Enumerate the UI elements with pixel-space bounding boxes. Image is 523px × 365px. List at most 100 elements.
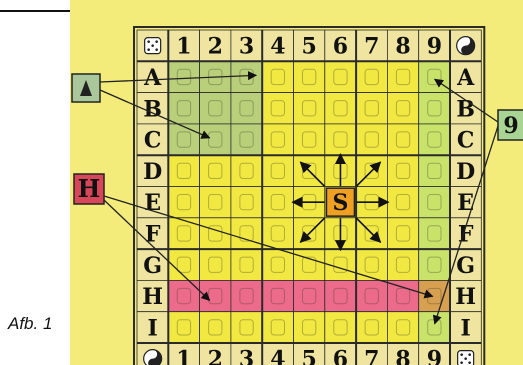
board-cell xyxy=(294,124,325,155)
board-cell xyxy=(231,218,262,249)
board-cell xyxy=(387,312,418,343)
board-cell xyxy=(419,187,450,218)
die-icon-pip xyxy=(460,353,463,356)
row-label-left: C xyxy=(144,128,162,154)
board-cell xyxy=(387,218,418,249)
board-cell xyxy=(294,61,325,92)
board-cell xyxy=(168,155,199,186)
board-cell xyxy=(231,280,262,311)
board-cell xyxy=(262,312,293,343)
column-label-bottom: 1 xyxy=(176,347,191,365)
board-cell xyxy=(231,124,262,155)
board-cell xyxy=(262,249,293,280)
column-label-top: 5 xyxy=(301,34,316,60)
center-marker-label: S xyxy=(333,190,349,216)
column-label-bottom: 9 xyxy=(427,347,442,365)
row-label-left: H xyxy=(142,284,163,310)
board-cell xyxy=(419,61,450,92)
board-cell xyxy=(419,249,450,280)
board-cell xyxy=(262,187,293,218)
column-label-top: 8 xyxy=(395,34,410,60)
row-label-right: H xyxy=(455,284,476,310)
board-cell xyxy=(231,155,262,186)
board-cell xyxy=(356,312,387,343)
column-label-top: 3 xyxy=(239,34,254,60)
die-icon-pip xyxy=(460,361,463,364)
board-cell xyxy=(168,187,199,218)
column-label-top: 2 xyxy=(208,34,223,60)
board-cell xyxy=(325,124,356,155)
row-label-right: I xyxy=(461,315,471,341)
row-label-right: D xyxy=(456,159,475,185)
column-label-bottom: 3 xyxy=(239,347,254,365)
board-cell xyxy=(231,312,262,343)
column-label-bottom: 4 xyxy=(270,347,285,365)
board-cell xyxy=(387,93,418,124)
die-icon-pip xyxy=(155,48,158,51)
row-label-right: E xyxy=(457,190,474,216)
board-cell xyxy=(231,93,262,124)
column-label-bottom: 5 xyxy=(301,347,316,365)
board-cell xyxy=(294,249,325,280)
board-cell xyxy=(168,218,199,249)
board-cell xyxy=(168,280,199,311)
row-label-left: B xyxy=(143,96,162,122)
board-cell xyxy=(325,312,356,343)
board-cell xyxy=(387,124,418,155)
board-cell xyxy=(387,155,418,186)
board-cell xyxy=(262,155,293,186)
board-cell xyxy=(325,280,356,311)
board-cell xyxy=(419,124,450,155)
die-icon-pip xyxy=(147,48,150,51)
board-cell xyxy=(200,249,231,280)
board-cell xyxy=(262,280,293,311)
board-cell xyxy=(294,93,325,124)
board-cell xyxy=(262,61,293,92)
row-label-left: D xyxy=(143,159,162,185)
row-label-left: I xyxy=(148,315,158,341)
board-cell xyxy=(294,280,325,311)
board-cell xyxy=(419,280,450,311)
board-cell xyxy=(356,93,387,124)
board-cell xyxy=(419,155,450,186)
die-icon-pip xyxy=(155,40,158,43)
board-cell xyxy=(387,187,418,218)
board-cell xyxy=(325,61,356,92)
board-cell xyxy=(231,249,262,280)
board-cell xyxy=(200,155,231,186)
board-cell xyxy=(168,124,199,155)
board-cells xyxy=(137,30,481,365)
row-label-right: A xyxy=(456,65,475,91)
column-label-bottom: 7 xyxy=(364,347,379,365)
board-cell xyxy=(262,218,293,249)
board-cell xyxy=(325,93,356,124)
row-label-right: G xyxy=(456,253,475,279)
column-label-top: 4 xyxy=(270,34,285,60)
die-icon-pip xyxy=(151,44,154,47)
board-cell xyxy=(168,61,199,92)
board-cell xyxy=(387,280,418,311)
board-cell xyxy=(356,280,387,311)
board-cell xyxy=(200,124,231,155)
die-icon-pip xyxy=(147,40,150,43)
marker-9-label: 9 xyxy=(503,113,518,139)
board-cell xyxy=(262,124,293,155)
board-cell xyxy=(356,124,387,155)
board-cell xyxy=(419,218,450,249)
board-cell xyxy=(387,61,418,92)
board-cell xyxy=(419,312,450,343)
marker-h-label: H xyxy=(78,174,101,203)
row-label-left: G xyxy=(143,253,162,279)
board-cell xyxy=(262,93,293,124)
column-label-top: 1 xyxy=(176,34,191,60)
row-label-left: F xyxy=(145,221,161,247)
board-cell xyxy=(356,249,387,280)
column-label-top: 7 xyxy=(364,34,379,60)
die-icon-pip xyxy=(468,361,471,364)
board-cell xyxy=(356,61,387,92)
board-cell xyxy=(200,187,231,218)
board-cell xyxy=(231,61,262,92)
column-label-top: 6 xyxy=(333,34,348,60)
board-cell xyxy=(200,312,231,343)
